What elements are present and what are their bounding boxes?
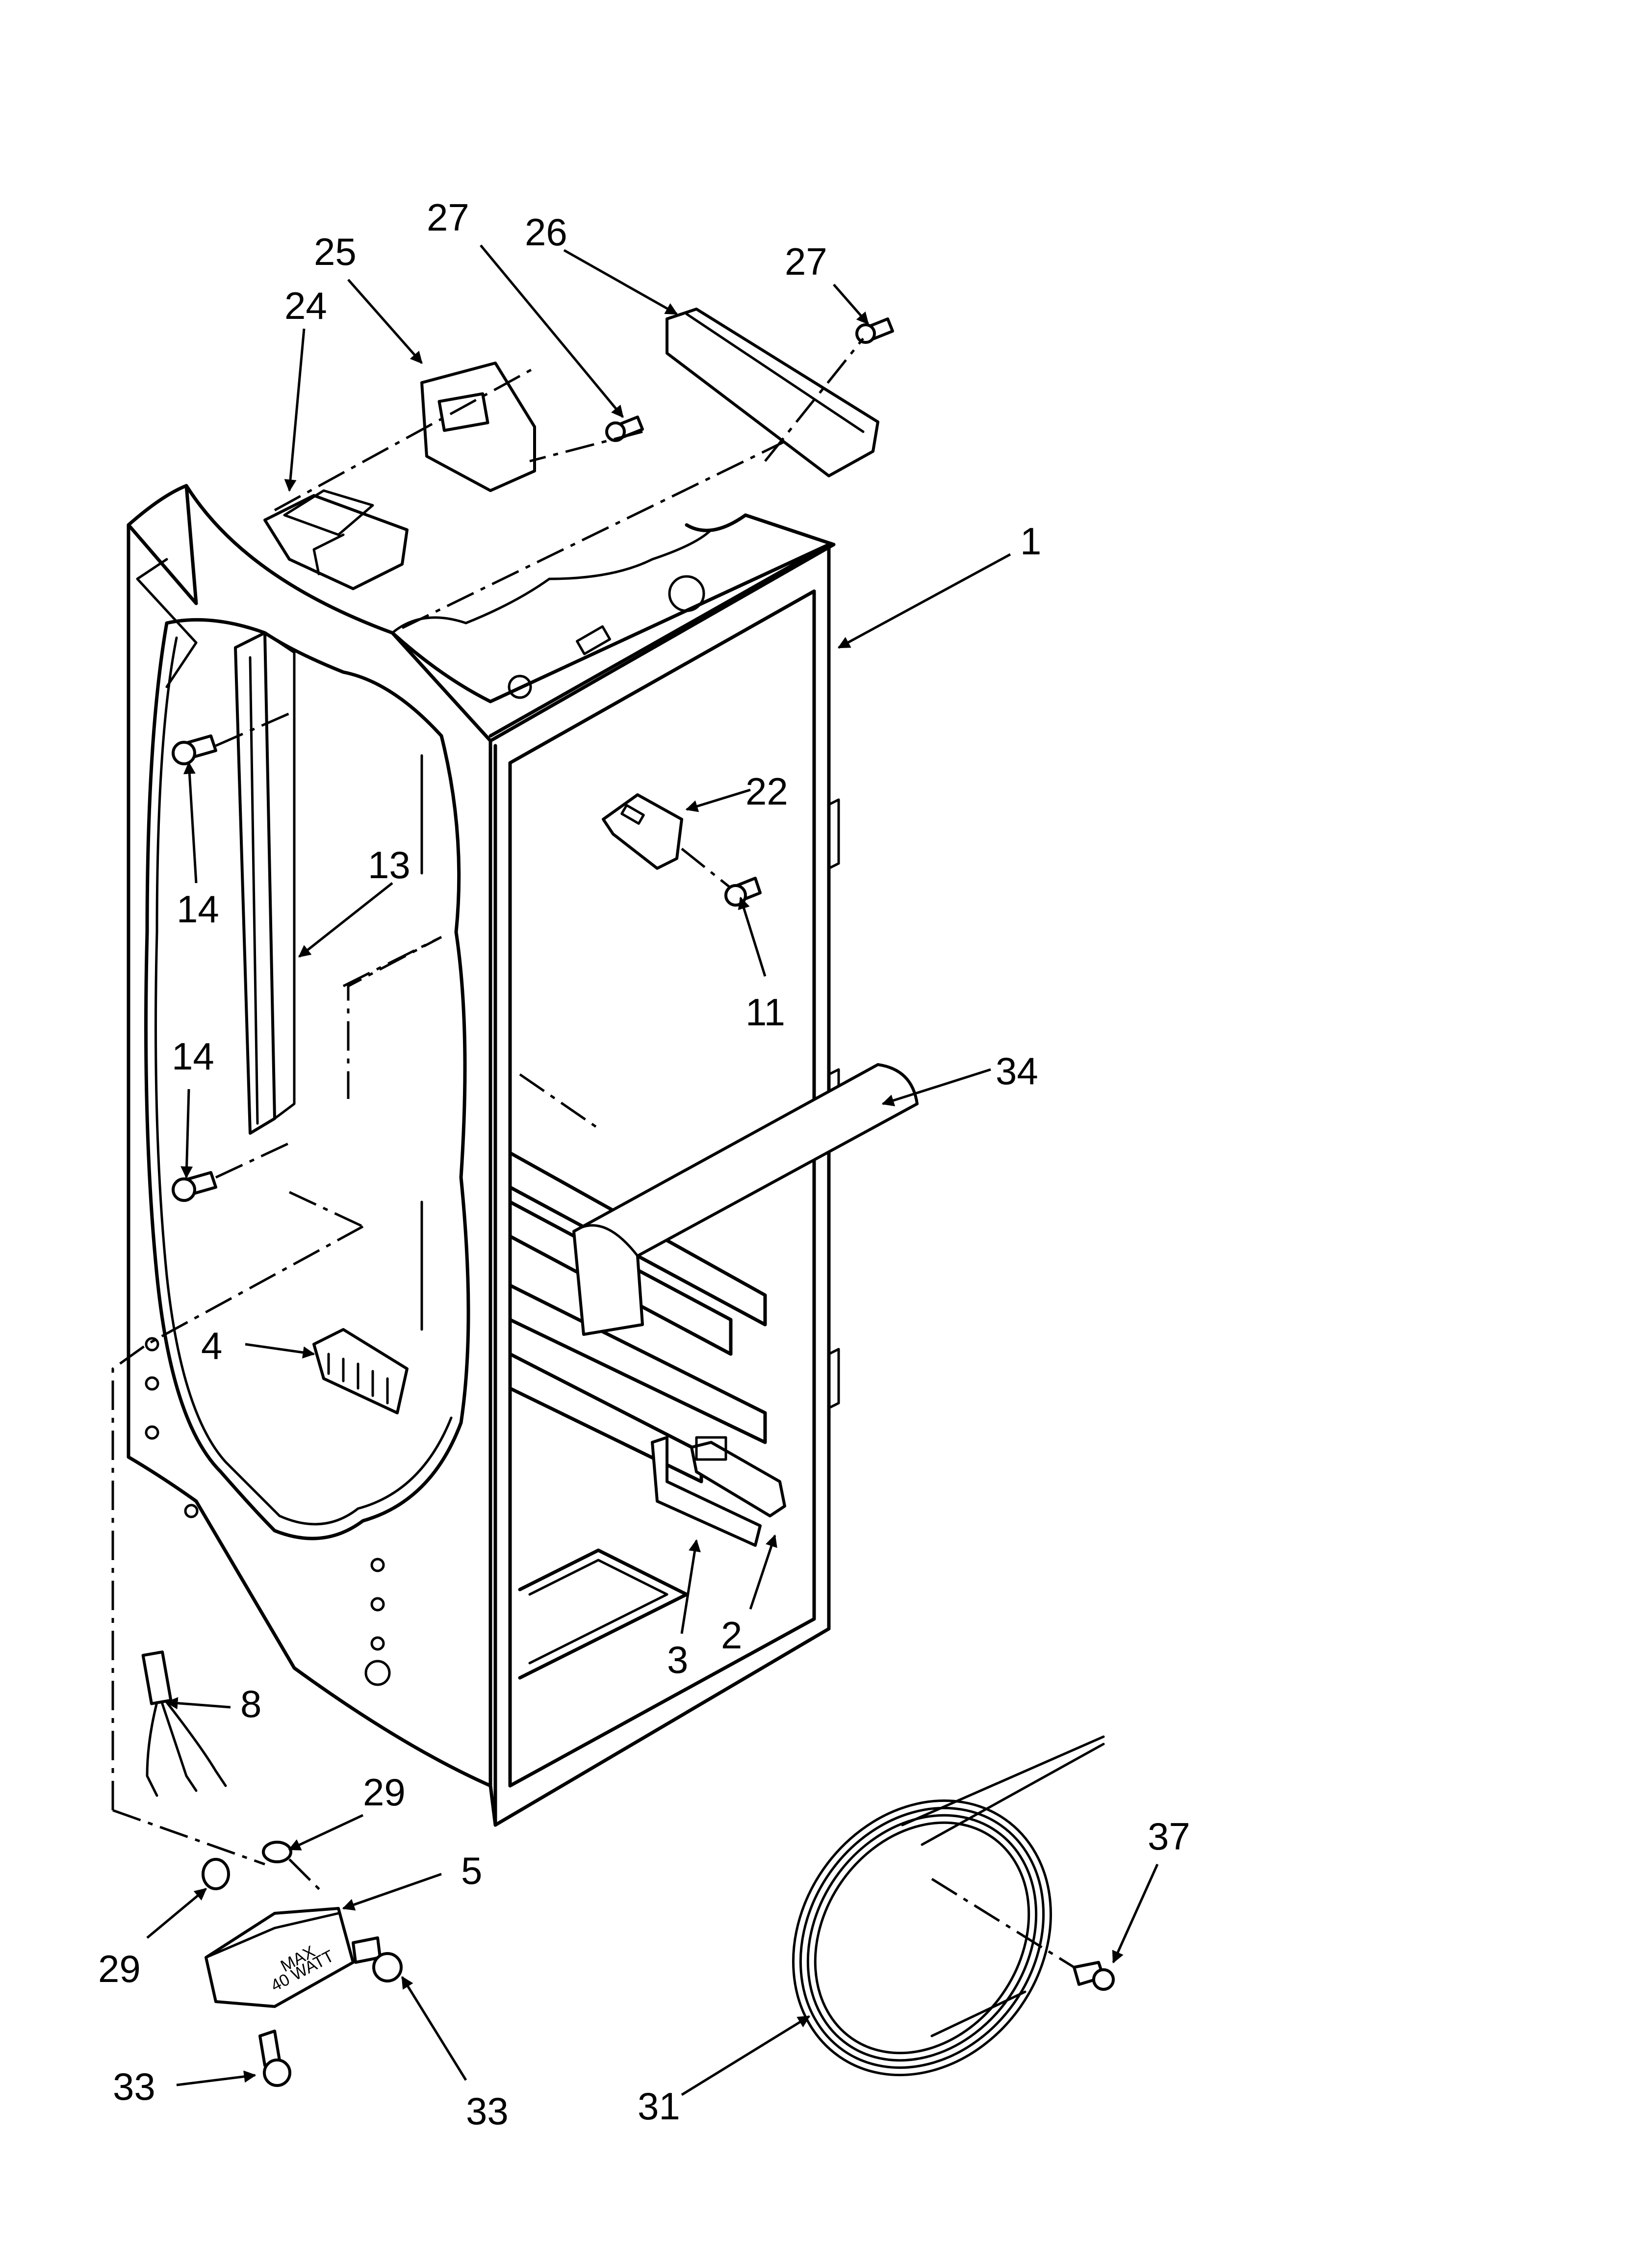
callout-5: 5 (461, 1849, 482, 1892)
callout-26: 26 (525, 210, 567, 254)
light-housing: MAX 40 WATT (205, 1907, 355, 2008)
pin-left (258, 2030, 291, 2087)
top-channel (666, 308, 879, 477)
screw-upper (172, 734, 217, 765)
callout-8: 8 (240, 1682, 261, 1725)
callout-33-left: 33 (113, 2065, 155, 2108)
callout-labels: 1 22 11 13 14 14 34 4 3 2 8 29 5 29 33 3… (98, 196, 1190, 2133)
callout-11: 11 (745, 991, 785, 1034)
screw-27-left (605, 416, 644, 442)
leader-arrows (146, 244, 1159, 2096)
coiled-tube (792, 1735, 1105, 2077)
callout-37: 37 (1148, 1815, 1190, 1858)
callout-34: 34 (996, 1049, 1038, 1093)
light-socket (263, 489, 409, 590)
shelf-rail (234, 631, 296, 1135)
callout-29-upper: 29 (363, 1771, 406, 1814)
wiring-harness (141, 1650, 227, 1797)
lower-bracket-3 (651, 1436, 762, 1547)
clip-bracket (602, 793, 683, 870)
assembly-lines (111, 338, 1075, 1969)
clip-upper (262, 1841, 292, 1863)
air-duct-cover (572, 1063, 919, 1336)
clip-lower (202, 1858, 230, 1890)
callout-24: 24 (284, 284, 327, 327)
screw-27-right (855, 317, 894, 344)
callout-27-right: 27 (785, 240, 827, 283)
lower-bracket-2 (690, 1436, 786, 1517)
callout-13: 13 (368, 843, 410, 886)
vent-grille (312, 1328, 409, 1414)
callout-2: 2 (721, 1614, 742, 1657)
callout-27-left: 27 (427, 196, 469, 239)
callout-25: 25 (314, 230, 357, 273)
callout-31: 31 (638, 2085, 680, 2128)
callout-22: 22 (745, 770, 788, 813)
callout-1: 1 (1020, 520, 1041, 563)
pin-right (352, 1936, 403, 1982)
screw-11 (724, 877, 762, 907)
callout-4: 4 (201, 1324, 222, 1367)
callout-3: 3 (667, 1638, 688, 1681)
callout-14-lower: 14 (172, 1035, 214, 1078)
callout-14-upper: 14 (177, 887, 219, 931)
screw-lower (172, 1171, 217, 1202)
screw-37 (1073, 1961, 1115, 1991)
mounting-bracket (420, 362, 536, 492)
callout-33-right: 33 (466, 2089, 509, 2133)
callout-29-lower: 29 (98, 1947, 141, 1990)
